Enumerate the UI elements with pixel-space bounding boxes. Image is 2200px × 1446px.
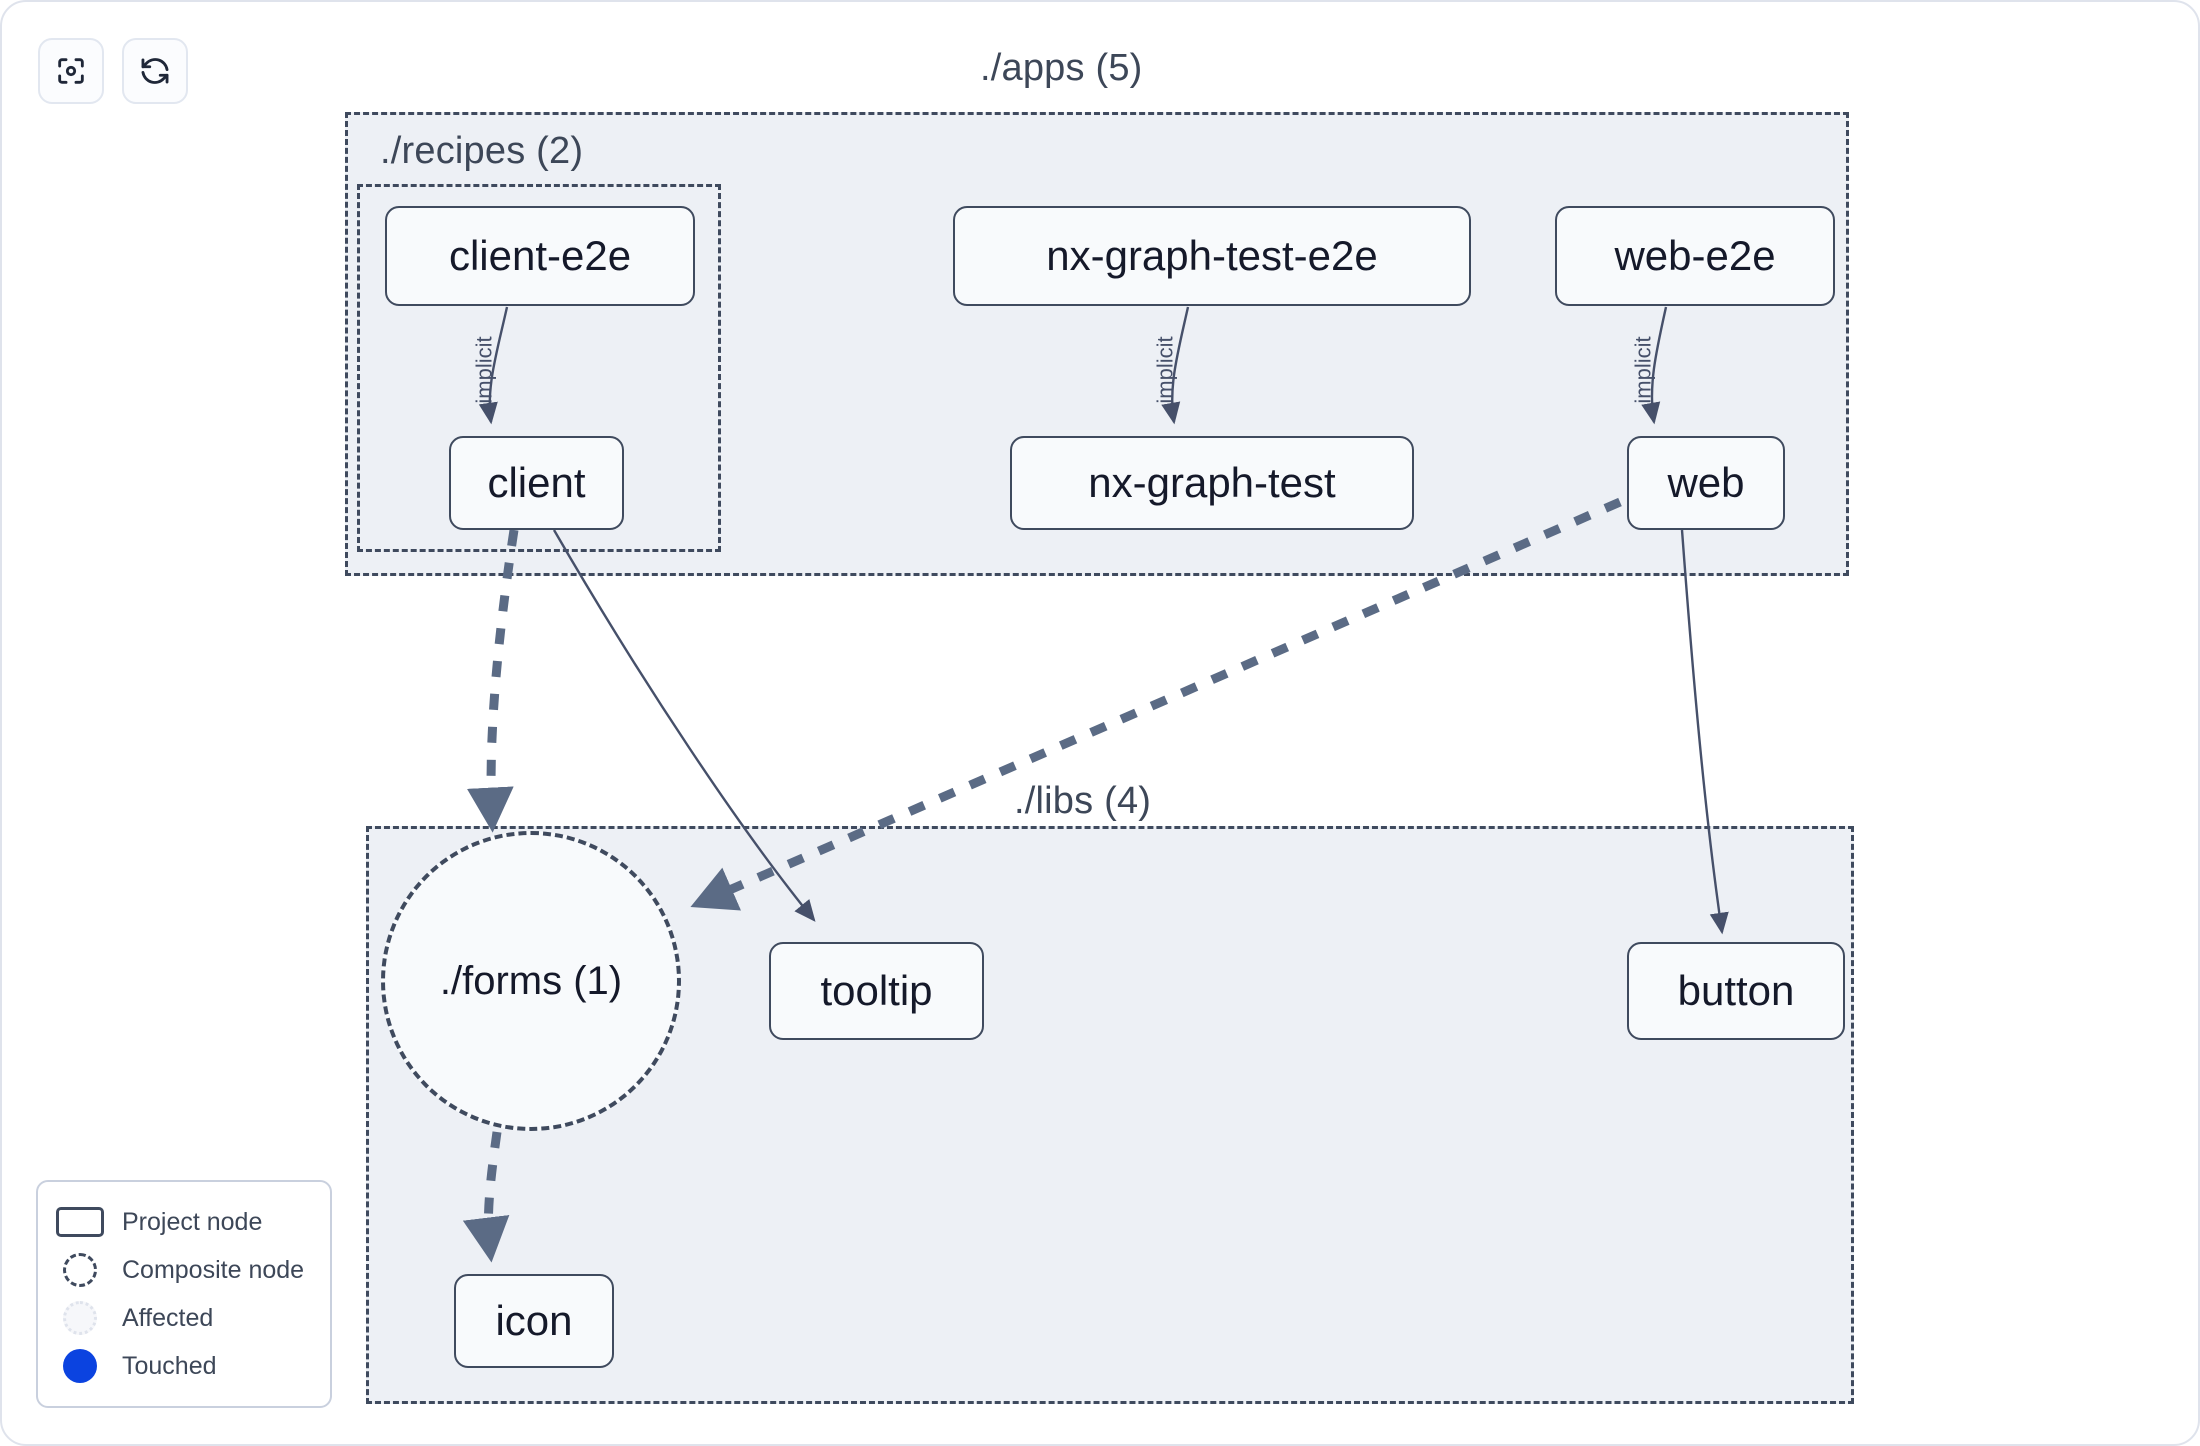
node-nx-graph-test-e2e[interactable]: nx-graph-test-e2e	[953, 206, 1471, 306]
legend-item-touched: Touched	[56, 1342, 312, 1390]
focus-target-icon	[54, 54, 88, 88]
node-label: button	[1677, 967, 1795, 1014]
legend-label: Affected	[122, 1303, 214, 1332]
node-label: client	[487, 459, 586, 506]
project-node-icon	[56, 1207, 104, 1237]
node-label: tooltip	[820, 967, 933, 1014]
node-client[interactable]: client	[449, 436, 624, 530]
edge-label-implicit-web: implicit	[1630, 336, 1656, 404]
node-label: client-e2e	[448, 232, 632, 279]
node-button[interactable]: button	[1627, 942, 1845, 1040]
node-label: web-e2e	[1614, 232, 1776, 279]
group-label-libs: ./libs (4)	[1014, 780, 1152, 822]
focus-graph-button[interactable]	[38, 38, 104, 104]
legend-item-project-node: Project node	[56, 1198, 312, 1246]
refresh-icon	[138, 54, 172, 88]
node-label: nx-graph-test	[1088, 459, 1336, 506]
edge-label-implicit-client: implicit	[471, 336, 497, 404]
legend-label: Touched	[122, 1351, 217, 1380]
composite-node-icon	[56, 1253, 104, 1287]
node-web[interactable]: web	[1627, 436, 1785, 530]
graph-legend: Project node Composite node Affected Tou…	[36, 1180, 332, 1408]
graph-toolbar	[38, 38, 188, 104]
group-label-recipes: ./recipes (2)	[380, 130, 584, 172]
node-client-e2e[interactable]: client-e2e	[385, 206, 695, 306]
node-forms-composite[interactable]: ./forms (1)	[381, 831, 681, 1131]
node-web-e2e[interactable]: web-e2e	[1555, 206, 1835, 306]
node-icon[interactable]: icon	[454, 1274, 614, 1368]
node-tooltip[interactable]: tooltip	[769, 942, 984, 1040]
group-label-apps: ./apps (5)	[980, 47, 1143, 89]
affected-node-icon	[56, 1301, 104, 1335]
node-nx-graph-test[interactable]: nx-graph-test	[1010, 436, 1414, 530]
node-label: nx-graph-test-e2e	[1046, 232, 1378, 279]
node-label: ./forms (1)	[439, 958, 623, 1003]
edge-label-implicit-nx-graph-test: implicit	[1152, 336, 1178, 404]
refresh-graph-button[interactable]	[122, 38, 188, 104]
touched-node-icon	[56, 1349, 104, 1383]
legend-item-affected: Affected	[56, 1294, 312, 1342]
legend-label: Project node	[122, 1207, 263, 1236]
legend-item-composite-node: Composite node	[56, 1246, 312, 1294]
node-label: web	[1667, 459, 1745, 506]
legend-label: Composite node	[122, 1255, 305, 1284]
node-label: icon	[495, 1297, 573, 1344]
